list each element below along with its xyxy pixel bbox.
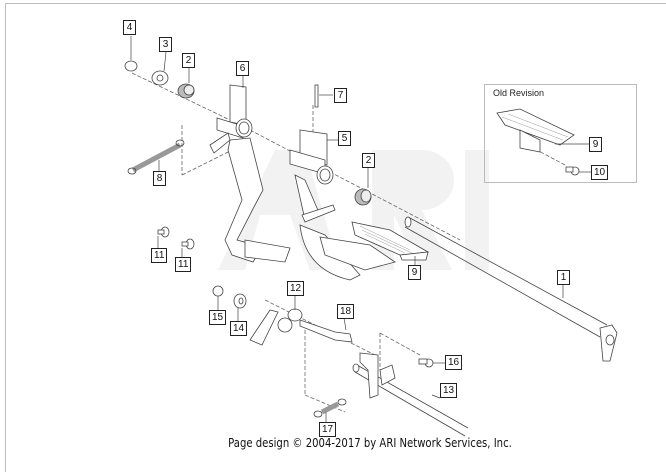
part-2-bushing-b[interactable] xyxy=(354,188,372,206)
frame-left-border xyxy=(5,3,6,472)
callout-9-inset[interactable]: 9 xyxy=(589,137,602,152)
part-18-handle[interactable] xyxy=(299,319,353,343)
part-15-ring[interactable] xyxy=(212,285,224,297)
part-12-lever[interactable] xyxy=(249,308,303,346)
inset-part-9-old-pedal-pad[interactable] xyxy=(496,108,575,153)
part-13-shift-rod[interactable] xyxy=(352,352,469,437)
callout-11a[interactable]: 11 xyxy=(151,248,168,263)
footer: Page design © 2004-2017 by ARI Network S… xyxy=(59,436,618,450)
inset-part-10-bolt[interactable] xyxy=(565,166,580,176)
part-7-pin[interactable] xyxy=(314,84,319,108)
callout-10-inset[interactable]: 10 xyxy=(591,165,609,180)
callout-7[interactable]: 7 xyxy=(334,88,347,103)
old-revision-inset xyxy=(484,84,637,183)
part-6-pedal[interactable] xyxy=(209,84,291,263)
frame-top-border xyxy=(5,3,666,4)
callout-2b[interactable]: 2 xyxy=(362,153,375,168)
part-16-bolt[interactable] xyxy=(418,358,434,368)
part-2-bushing[interactable] xyxy=(177,83,195,99)
part-4-retaining-ring[interactable] xyxy=(124,60,138,72)
callout-18[interactable]: 18 xyxy=(337,304,355,319)
leader-lines xyxy=(130,36,591,422)
callout-3[interactable]: 3 xyxy=(159,37,172,52)
callout-15[interactable]: 15 xyxy=(209,310,227,325)
callout-16[interactable]: 16 xyxy=(445,355,463,370)
part-9-pedal-pad[interactable] xyxy=(351,221,430,261)
callout-2[interactable]: 2 xyxy=(182,53,195,68)
inset-title: Old Revision xyxy=(493,88,545,98)
callout-13[interactable]: 13 xyxy=(440,383,458,398)
part-11-bolt-a[interactable] xyxy=(157,226,170,238)
part-5-pedal[interactable] xyxy=(289,129,396,281)
part-3-washer[interactable] xyxy=(151,70,169,86)
callout-1[interactable]: 1 xyxy=(557,270,570,285)
part-8-spring[interactable] xyxy=(127,139,185,175)
part-17-spring[interactable] xyxy=(313,398,347,418)
copyright-text: Page design © 2004-2017 by ARI Network S… xyxy=(228,436,512,450)
part-11-bolt-b[interactable] xyxy=(181,238,195,250)
assembly-lines xyxy=(131,72,566,413)
callout-4[interactable]: 4 xyxy=(123,20,136,35)
callout-17[interactable]: 17 xyxy=(319,422,337,437)
callout-12[interactable]: 12 xyxy=(287,281,305,296)
callout-9[interactable]: 9 xyxy=(408,265,421,280)
callout-6[interactable]: 6 xyxy=(236,61,249,76)
part-1-pedal-shaft[interactable] xyxy=(404,216,618,362)
callout-8[interactable]: 8 xyxy=(153,171,166,186)
callout-14[interactable]: 14 xyxy=(230,321,248,336)
callout-5[interactable]: 5 xyxy=(338,131,351,146)
callout-11b[interactable]: 11 xyxy=(175,257,192,272)
part-14-washer[interactable] xyxy=(233,293,247,309)
